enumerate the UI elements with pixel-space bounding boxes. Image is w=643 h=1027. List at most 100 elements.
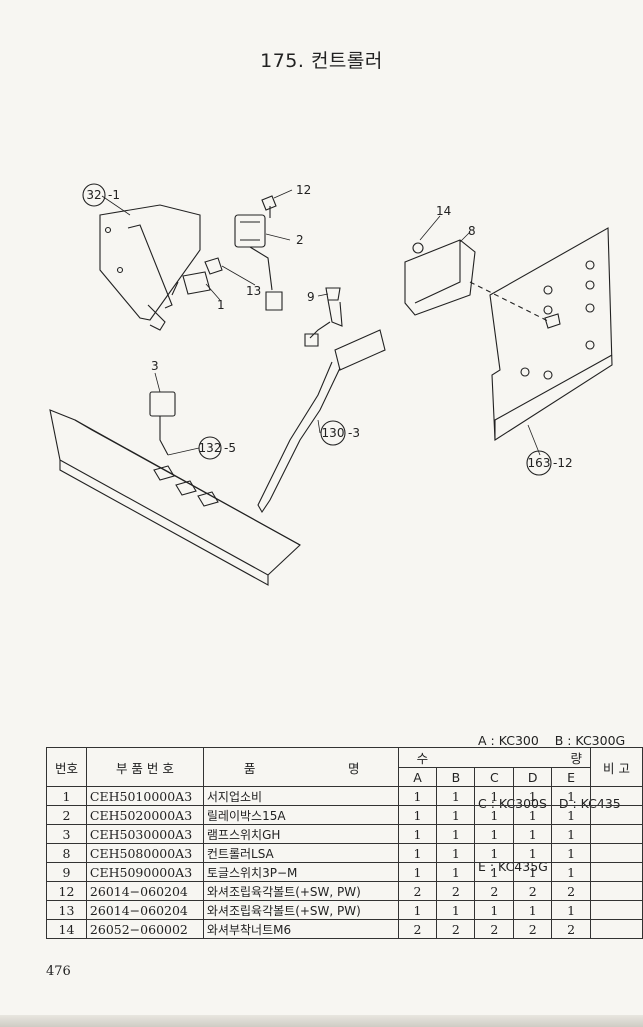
lever-part-130 bbox=[257, 329, 386, 514]
cell-d: 1 bbox=[513, 862, 553, 882]
cell-b: 1 bbox=[436, 900, 476, 920]
callout-130-suffix: -3 bbox=[348, 426, 360, 440]
cell-d: 1 bbox=[513, 900, 553, 920]
cell-part-no: CEH5080000A3 bbox=[85, 843, 204, 863]
cell-a: 1 bbox=[397, 824, 438, 844]
cell-no: 12 bbox=[46, 881, 87, 901]
cell-a: 1 bbox=[397, 786, 438, 806]
cell-c: 1 bbox=[474, 824, 515, 844]
cell-no: 1 bbox=[46, 786, 87, 806]
cell-b: 1 bbox=[436, 843, 476, 863]
header-name-left: 품 bbox=[243, 760, 256, 776]
cell-e: 2 bbox=[551, 919, 592, 939]
callout-32: 32 bbox=[86, 188, 101, 202]
header-no: 번호 bbox=[46, 747, 87, 787]
cell-remarks bbox=[590, 824, 643, 844]
cell-e: 1 bbox=[551, 805, 592, 825]
header-e: E bbox=[551, 767, 592, 787]
header-d: D bbox=[513, 767, 553, 787]
surge-absorber-part-1 bbox=[171, 271, 211, 296]
header-remarks: 비 고 bbox=[590, 747, 643, 787]
cell-e: 1 bbox=[551, 786, 592, 806]
page-title: 175. 컨트롤러 bbox=[260, 50, 383, 72]
cell-no: 13 bbox=[46, 900, 87, 920]
callout-132: 132 bbox=[199, 441, 222, 455]
cell-part-no: CEH5030000A3 bbox=[85, 824, 204, 844]
cell-no: 9 bbox=[46, 862, 87, 882]
cell-d: 1 bbox=[513, 824, 553, 844]
cell-no: 8 bbox=[46, 843, 87, 863]
callout-163: 163 bbox=[528, 456, 551, 470]
callout-163-suffix: -12 bbox=[553, 456, 573, 470]
side-plate-part-163 bbox=[469, 227, 613, 441]
cell-d: 2 bbox=[513, 919, 553, 939]
header-a: A bbox=[397, 767, 438, 787]
cell-name: 와셔조립육각볼트(+SW, PW) bbox=[202, 881, 399, 901]
cell-d: 1 bbox=[513, 843, 553, 863]
cell-name: 램프스위치GH bbox=[202, 824, 399, 844]
cell-b: 1 bbox=[436, 862, 476, 882]
cell-c: 1 bbox=[474, 862, 515, 882]
cell-part-no: 26014−060204 bbox=[85, 900, 204, 920]
bolt-part-13 bbox=[204, 257, 223, 275]
callout-3: 3 bbox=[151, 359, 159, 373]
header-qty-left: 수 bbox=[416, 751, 429, 766]
callout-32-suffix: -1 bbox=[108, 188, 120, 202]
cell-part-no: CEH5090000A3 bbox=[85, 862, 204, 882]
callout-1: 1 bbox=[217, 298, 225, 312]
cell-a: 1 bbox=[397, 843, 438, 863]
cell-c: 2 bbox=[474, 881, 515, 901]
cell-b: 2 bbox=[436, 881, 476, 901]
cell-c: 1 bbox=[474, 843, 515, 863]
cell-remarks bbox=[590, 786, 643, 806]
diagram-labels: 32 -1 12 2 13 1 14 8 9 3 132 -5 130 -3 1… bbox=[86, 183, 572, 470]
relay-box-part-2 bbox=[234, 214, 283, 311]
cell-e: 1 bbox=[551, 824, 592, 844]
callout-14: 14 bbox=[436, 204, 451, 218]
cell-part-no: 26014−060204 bbox=[85, 881, 204, 901]
cell-a: 1 bbox=[397, 805, 438, 825]
cell-b: 2 bbox=[436, 919, 476, 939]
header-name-right: 명 bbox=[348, 760, 360, 776]
cell-c: 1 bbox=[474, 786, 515, 806]
cell-c: 1 bbox=[474, 900, 515, 920]
lamp-switch-part-3 bbox=[149, 391, 176, 456]
cell-d: 2 bbox=[513, 881, 553, 901]
callout-12: 12 bbox=[296, 183, 311, 197]
cell-remarks bbox=[590, 881, 643, 901]
cell-name: 컨트롤러LSA bbox=[202, 843, 399, 863]
callout-8: 8 bbox=[468, 224, 476, 238]
cell-name: 릴레이박스15A bbox=[202, 805, 399, 825]
header-part-no: 부 품 번 호 bbox=[85, 747, 204, 787]
cell-a: 2 bbox=[397, 881, 438, 901]
cell-c: 1 bbox=[474, 805, 515, 825]
callout-2: 2 bbox=[296, 233, 304, 247]
bracket-part-32 bbox=[99, 204, 201, 331]
cell-part-no: 26052−060002 bbox=[85, 919, 204, 939]
panel-part-132 bbox=[49, 409, 301, 586]
cell-name: 서지업소비 bbox=[202, 786, 399, 806]
cell-e: 1 bbox=[551, 862, 592, 882]
bolt-part-12 bbox=[261, 195, 277, 218]
callout-132-suffix: -5 bbox=[224, 441, 236, 455]
cell-name: 와셔부착너트M6 bbox=[202, 919, 399, 939]
cell-c: 2 bbox=[474, 919, 515, 939]
cell-name: 와셔조립육각볼트(+SW, PW) bbox=[202, 900, 399, 920]
cell-b: 1 bbox=[436, 805, 476, 825]
cell-remarks bbox=[590, 900, 643, 920]
header-qty-right: 량 bbox=[570, 751, 583, 766]
callout-9: 9 bbox=[307, 290, 315, 304]
header-c: C bbox=[474, 767, 515, 787]
callout-13: 13 bbox=[246, 284, 261, 298]
cell-e: 1 bbox=[551, 843, 592, 863]
cell-no: 3 bbox=[46, 824, 87, 844]
parts-diagram: 32 -1 12 2 13 1 14 8 9 3 132 -5 130 -3 1… bbox=[49, 183, 613, 586]
